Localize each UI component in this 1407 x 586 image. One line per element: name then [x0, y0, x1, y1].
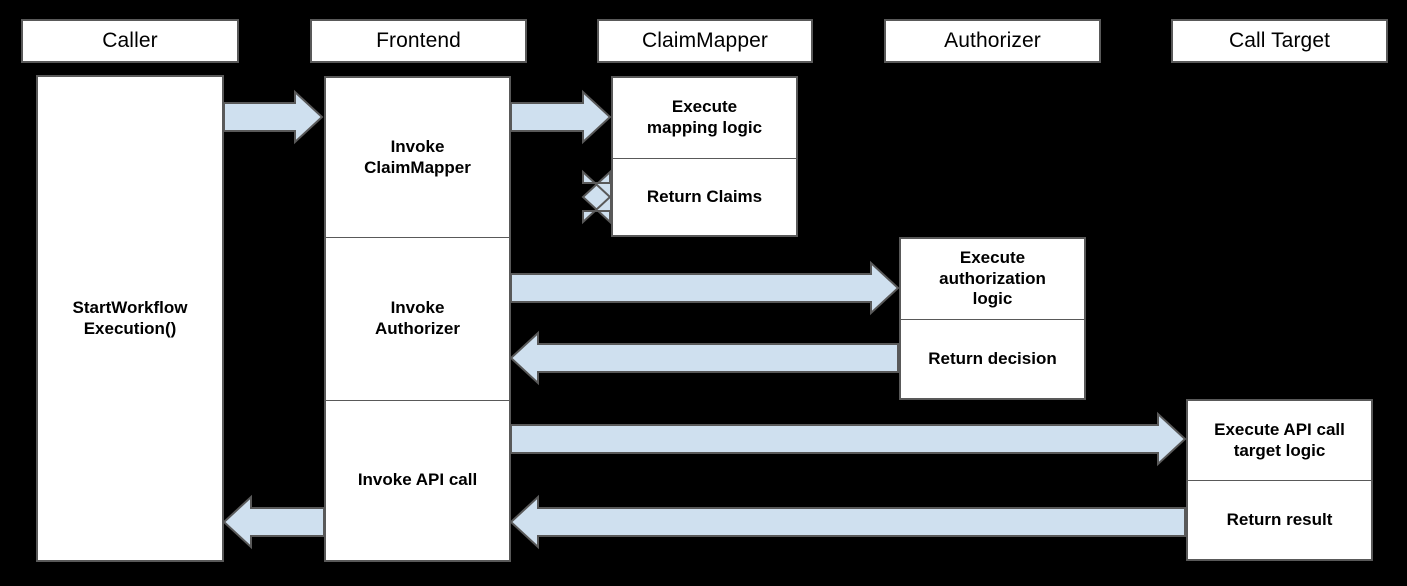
lifeline-header-caller: Caller — [21, 19, 239, 63]
activation-claimmapper-return-claims: Return Claims — [613, 159, 796, 235]
activation-authorizer-return-decision-label: Return decision — [928, 348, 1057, 368]
activation-frontend-invoke-api-call-label: Invoke API call — [357, 470, 478, 490]
activation-claimmapper-execute-mapping-logic-label: Execute mapping logic — [646, 97, 763, 137]
activation-frontend-invoke-api-call: Invoke API call — [326, 401, 509, 560]
lifeline-header-authorizer: Authorizer — [884, 19, 1101, 63]
msg-claimmapper-to-frontend-shaft — [582, 169, 612, 225]
activation-frontend-invoke-authorizer-label: Invoke Authorizer — [375, 298, 460, 338]
lifeline-header-claimmapper: ClaimMapper — [597, 19, 813, 63]
activation-frontend-invoke-claimmapper: Invoke ClaimMapper — [326, 78, 509, 238]
activation-authorizer-return-decision: Return decision — [901, 320, 1084, 398]
activation-claimmapper-return-claims-label: Return Claims — [646, 186, 763, 206]
lifeline-header-frontend-label: Frontend — [376, 29, 461, 52]
msg-frontend-to-claimmapper-arrow — [510, 89, 612, 145]
activation-group-caller: StartWorkflow Execution() — [36, 75, 224, 562]
lifeline-header-frontend: Frontend — [310, 19, 527, 63]
activation-claimmapper-execute-mapping-logic: Execute mapping logic — [613, 78, 796, 159]
msg-caller-to-frontend-arrow — [223, 89, 324, 145]
activation-group-claimmapper: Execute mapping logic Return Claims — [611, 76, 798, 237]
activation-caller-start-workflow-label: StartWorkflow Execution() — [72, 297, 188, 338]
activation-calltarget-execute-api-call-target-logic: Execute API call target logic — [1188, 401, 1371, 481]
activation-caller-start-workflow: StartWorkflow Execution() — [38, 77, 222, 560]
activation-group-authorizer: Execute authorization logic Return decis… — [899, 237, 1086, 400]
activation-frontend-invoke-authorizer: Invoke Authorizer — [326, 238, 509, 401]
activation-calltarget-return-result-label: Return result — [1226, 509, 1333, 529]
activation-group-frontend: Invoke ClaimMapper Invoke Authorizer Inv… — [324, 76, 511, 562]
msg-frontend-to-authorizer-arrow — [510, 260, 900, 316]
activation-authorizer-execute-authorization-logic: Execute authorization logic — [901, 239, 1084, 320]
activation-group-calltarget: Execute API call target logic Return res… — [1186, 399, 1373, 561]
lifeline-header-calltarget-label: Call Target — [1228, 29, 1331, 52]
activation-calltarget-execute-api-call-target-logic-label: Execute API call target logic — [1214, 419, 1345, 460]
lifeline-header-calltarget: Call Target — [1171, 19, 1388, 63]
lifeline-header-caller-label: Caller — [102, 29, 158, 52]
activation-frontend-invoke-claimmapper-label: Invoke ClaimMapper — [364, 136, 471, 177]
msg-frontend-to-caller-arrow — [222, 494, 325, 550]
activation-calltarget-return-result: Return result — [1188, 481, 1371, 559]
activation-authorizer-execute-authorization-logic-label: Execute authorization logic — [939, 247, 1046, 309]
msg-frontend-to-calltarget-arrow — [510, 411, 1187, 467]
lifeline-header-claimmapper-label: ClaimMapper — [642, 29, 768, 52]
lifeline-header-authorizer-label: Authorizer — [944, 29, 1041, 52]
msg-claimmapper-to-frontend-arrow — [581, 169, 612, 225]
msg-authorizer-to-frontend-arrow — [509, 330, 899, 386]
msg-calltarget-to-frontend-arrow — [509, 494, 1186, 550]
